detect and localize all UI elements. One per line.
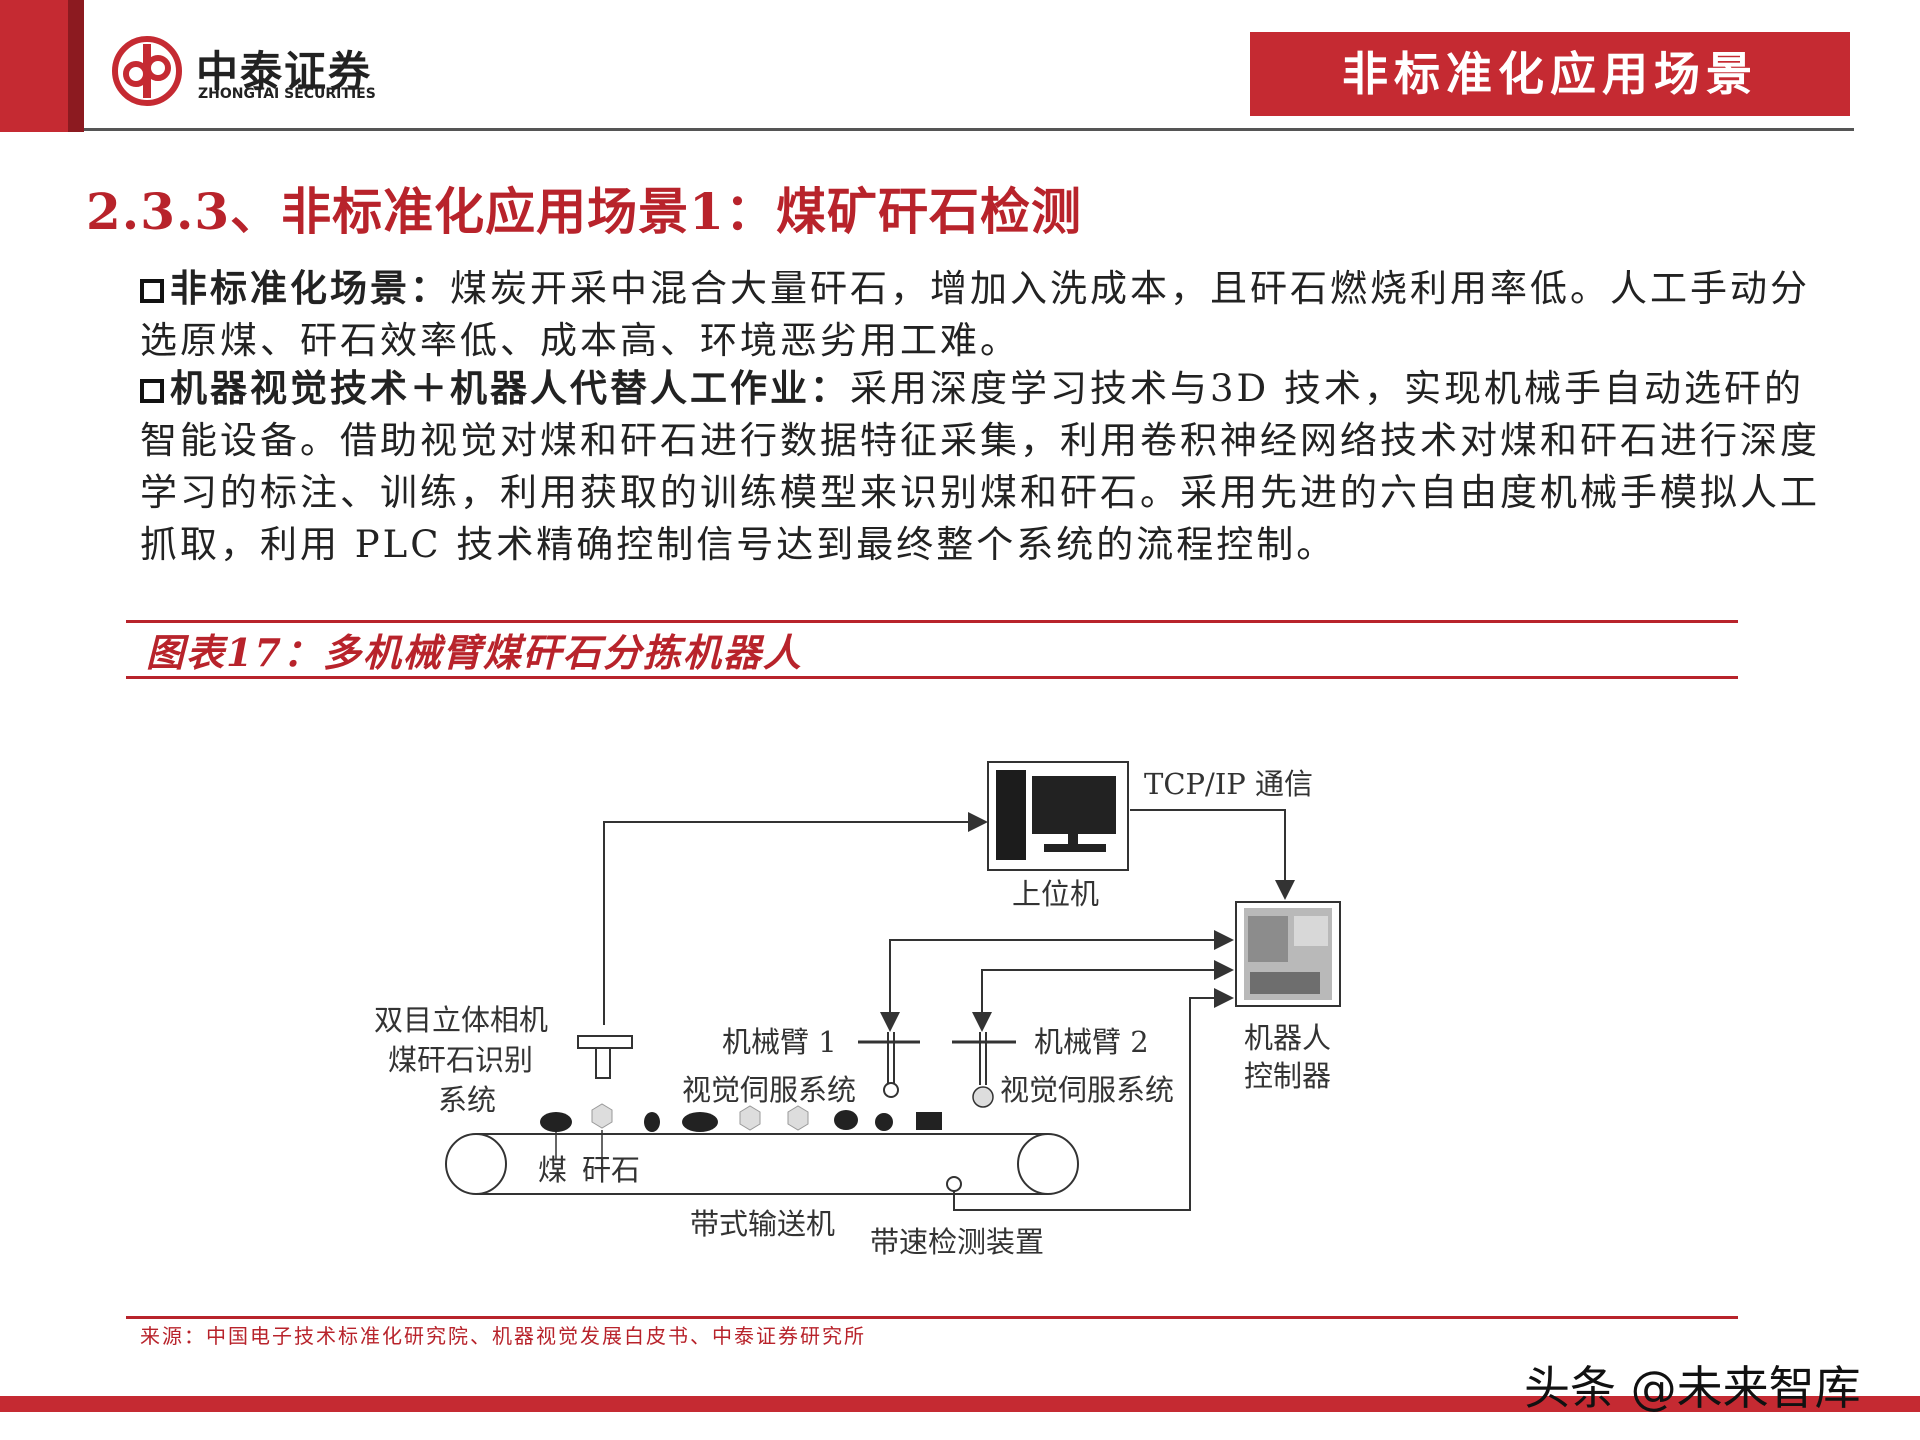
stereo-camera-icon [577,1035,633,1079]
square-bullet-icon [140,279,164,303]
paragraph-text: 煤炭开采中混合大量矸石，增加入洗成本，且矸石燃烧利用率低。人工手动分选原煤、矸石… [140,267,1810,362]
label-gangue: 矸石 [582,1153,641,1187]
label-controller-line2: 控制器 [1244,1059,1332,1093]
figure-source: 来源：中国电子技术标准化研究院、机器视觉发展白皮书、中泰证券研究所 [140,1324,866,1348]
label-speed-detector: 带速检测装置 [870,1225,1045,1259]
paragraph-lead: 非标准化场景： [170,266,450,310]
belt-conveyor-icon [445,1133,1079,1195]
source-rule [126,1316,1738,1319]
robot-controller-icon [1235,901,1341,1007]
paragraph-text: 采用深度学习技术与3D 技术，实现机械手自动选矸的智能设备。借助视觉对煤和矸石进… [140,367,1820,566]
label-camera-line2: 煤矸石识别 [388,1043,534,1077]
coal-and-gangue-pieces [540,1103,942,1132]
label-servo-1: 视觉伺服系统 [682,1073,857,1107]
header-section-tag: 非标准化应用场景 [1250,32,1850,116]
label-camera-line1: 双目立体相机 [374,1003,549,1037]
diagram-drawing [445,761,1341,1289]
logo-mark-icon [112,36,182,106]
header-left-bar-accent [68,0,84,132]
watermark: 头条 @未来智库 [1524,1361,1861,1415]
square-bullet-icon [140,379,164,403]
footer-bar [0,1396,1920,1412]
robot-arm-2-icon [952,1032,1016,1108]
paragraph-nonstandard-scenario: 非标准化场景：煤炭开采中混合大量矸石，增加入洗成本，且矸石燃烧利用率低。人工手动… [140,262,1840,367]
label-servo-2: 视觉伺服系统 [1000,1073,1175,1107]
sorting-robot-diagram: TCP/IP 通信 上位机 机器人 控制器 双目立体相机 煤矸石识别 系统 机械… [360,740,1360,1289]
label-host-computer: 上位机 [1012,877,1100,911]
header-divider [84,128,1854,131]
company-logo: 中泰证券 ZHONGTAI SECURITIES [112,36,392,108]
label-camera-line3: 系统 [438,1083,497,1117]
label-controller-line1: 机器人 [1244,1021,1332,1055]
figure-top-rule [126,620,1738,623]
logo-chinese-name: 中泰证券 [196,47,373,96]
figure-title: 图表17：多机械臂煤矸石分拣机器人 [146,630,803,675]
label-arm-2: 机械臂 2 [1034,1025,1149,1059]
paragraph-lead: 机器视觉技术＋机器人代替人工作业： [170,366,850,410]
label-belt-conveyor: 带式输送机 [690,1207,836,1241]
host-computer-icon [987,761,1129,871]
robot-arm-1-icon [858,1032,920,1098]
label-tcp-ip: TCP/IP 通信 [1144,767,1314,801]
label-arm-1: 机械臂 1 [722,1025,837,1059]
logo-english-name: ZHONGTAI SECURITIES [198,86,376,102]
label-coal: 煤 [538,1153,568,1187]
paragraph-machine-vision: 机器视觉技术＋机器人代替人工作业：采用深度学习技术与3D 技术，实现机械手自动选… [140,362,1840,571]
figure-bottom-rule [126,676,1738,679]
section-title: 2.3.3、非标准化应用场景1：煤矿矸石检测 [86,182,1082,241]
